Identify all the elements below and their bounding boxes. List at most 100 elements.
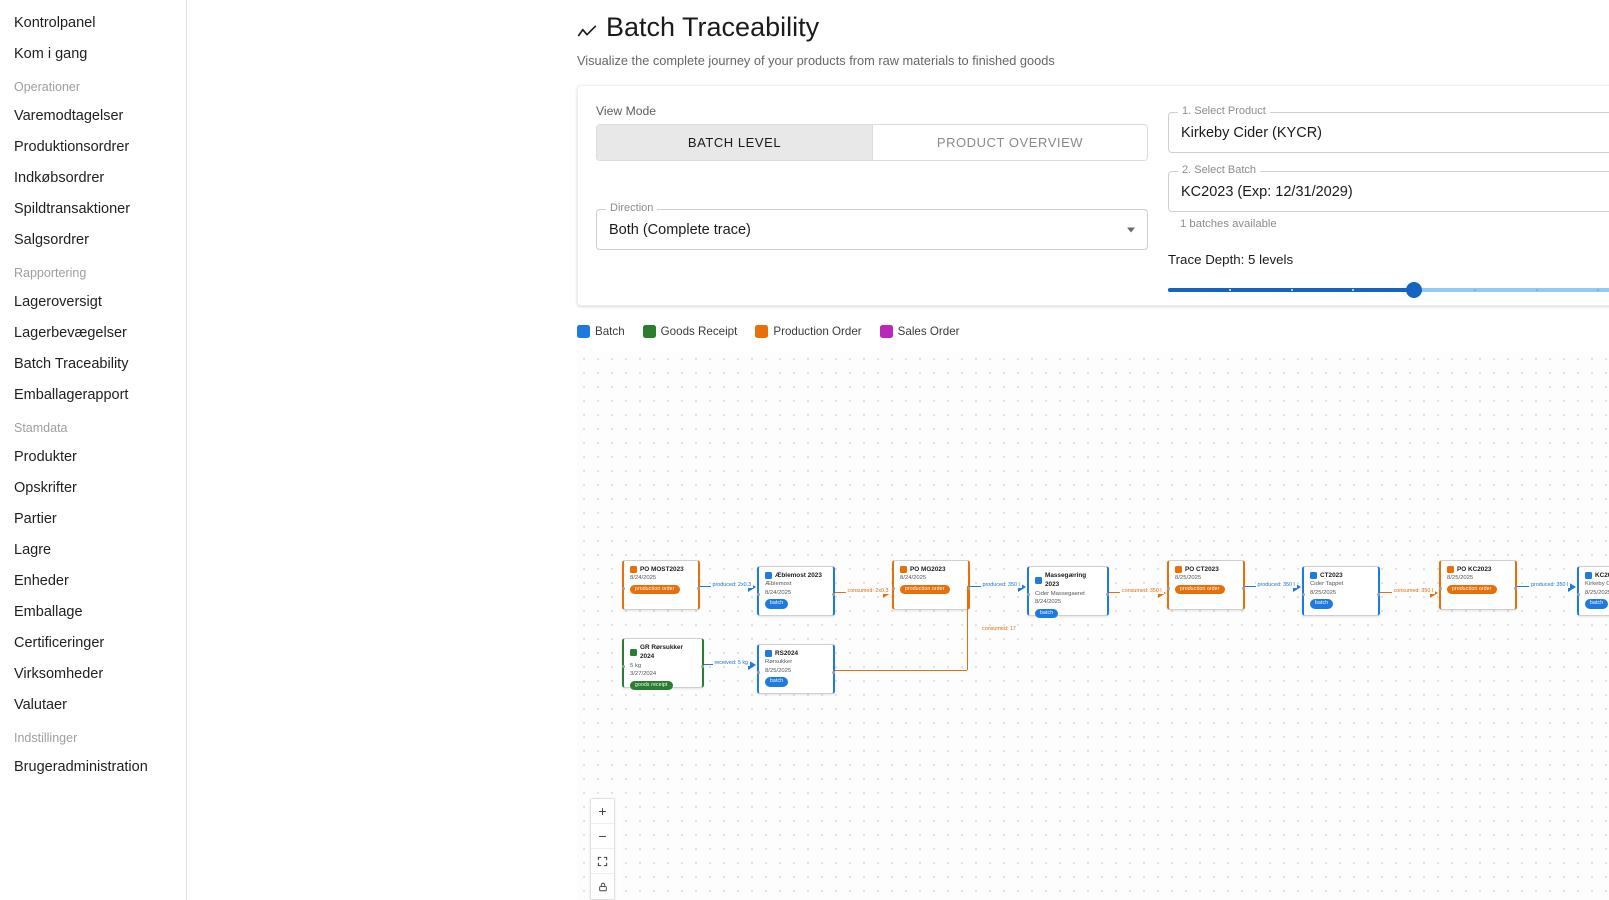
node-port-l[interactable] — [1167, 587, 1170, 590]
legend-label: Goods Receipt — [660, 325, 738, 338]
sidebar-item-produkter[interactable]: Produkter — [14, 449, 77, 465]
direction-select[interactable]: Both (Complete trace) — [596, 209, 1148, 250]
sidebar-item-certificeringer[interactable]: Certificeringer — [14, 635, 105, 651]
sidebar-item-emballagerapport[interactable]: Emballagerapport — [14, 387, 129, 403]
node-port-l[interactable] — [622, 665, 625, 668]
node-type-badge: batch — [765, 677, 789, 687]
batch-select[interactable]: KC2023 (Exp: 12/31/2029) — [1168, 171, 1609, 212]
product-select[interactable]: Kirkeby Cider (KYCR) — [1168, 112, 1609, 153]
product-select-field[interactable]: 1. Select Product Kirkeby Cider (KYCR) — [1168, 105, 1609, 153]
sidebar-item-produktionsordrer[interactable]: Produktionsordrer — [14, 139, 130, 155]
view-mode-batch-level[interactable]: BATCH LEVEL — [597, 125, 872, 160]
main-content: Batch Traceability Visualize the complet… — [187, 0, 1609, 900]
zoom-out-icon[interactable]: − — [591, 824, 614, 849]
truck-icon — [630, 648, 637, 656]
node-port-r[interactable] — [697, 587, 700, 590]
chevron-down-icon[interactable] — [1127, 227, 1135, 232]
canvas-zoom-controls[interactable]: + − — [590, 798, 615, 900]
zoom-in-icon[interactable]: + — [591, 799, 614, 824]
node-port-l[interactable] — [1027, 593, 1030, 596]
node-port-l[interactable] — [622, 587, 625, 590]
fit-view-icon[interactable] — [591, 849, 614, 874]
node-port-l[interactable] — [892, 587, 895, 590]
sidebar-item-salgsordrer[interactable]: Salgsordrer — [14, 232, 89, 248]
node-port-l[interactable] — [757, 671, 760, 674]
sidebar-item-partier[interactable]: Partier — [14, 511, 57, 527]
view-mode-product-overview[interactable]: PRODUCT OVERVIEW — [872, 125, 1147, 160]
batch-value: KC2023 (Exp: 12/31/2029) — [1181, 183, 1353, 200]
sidebar-item-enheder[interactable]: Enheder — [14, 573, 69, 589]
node-port-l[interactable] — [1302, 593, 1305, 596]
sidebar-item-indkobsordrer[interactable]: Indkøbsordrer — [14, 170, 105, 186]
node-port-r[interactable] — [967, 587, 970, 590]
node-title: Massegæring 2023 — [1035, 571, 1101, 590]
view-mode-label: View Mode — [596, 104, 657, 118]
node-port-r[interactable] — [701, 665, 704, 668]
batch-select-field[interactable]: 2. Select Batch KC2023 (Exp: 12/31/2029) — [1168, 164, 1609, 212]
sidebar-item-virksomheder[interactable]: Virksomheder — [14, 666, 104, 682]
node-port-r[interactable] — [832, 593, 835, 596]
trend-line-icon — [577, 17, 597, 37]
box-icon — [1310, 572, 1317, 580]
graph-edge-label: produced: 350 l — [1529, 582, 1571, 588]
view-mode-toggle-group[interactable]: BATCH LEVEL PRODUCT OVERVIEW — [596, 124, 1148, 161]
node-title-text: Æblemost 2023 — [775, 572, 822, 579]
node-title: PO KC2023 — [1447, 565, 1509, 574]
node-port-l[interactable] — [1439, 587, 1442, 590]
sidebar-item-lageroversigt[interactable]: Lageroversigt — [14, 294, 102, 310]
controls-left-column: View Mode BATCH LEVEL PRODUCT OVERVIEW D… — [596, 104, 1148, 250]
page-header: Batch Traceability Visualize the complet… — [187, 0, 1609, 68]
box-icon — [1585, 572, 1592, 580]
node-port-l[interactable] — [757, 593, 760, 596]
trace-depth-slider[interactable] — [1168, 279, 1609, 301]
node-type-badge: batch — [1310, 599, 1334, 609]
legend-swatch-icon — [755, 325, 769, 338]
direction-select-field[interactable]: Direction Both (Complete trace) — [596, 202, 1148, 250]
node-port-l[interactable] — [1577, 593, 1580, 596]
sidebar-item-brugeradministration[interactable]: Brugeradministration — [14, 759, 148, 775]
node-port-r[interactable] — [832, 671, 835, 674]
sidebar-item-kontrolpanel[interactable]: Kontrolpanel — [14, 15, 96, 31]
box-icon — [765, 572, 772, 580]
legend-item-sales-order: Sales Order — [879, 325, 960, 338]
sidebar-item-kom-i-gang[interactable]: Kom i gang — [14, 46, 88, 62]
slider-thumb[interactable] — [1405, 282, 1422, 298]
node-port-r[interactable] — [1242, 587, 1245, 590]
sidebar-item-lagerbevaegelser[interactable]: Lagerbevægelser — [14, 325, 127, 341]
node-subtitle-1: Cider Massegaeret — [1035, 590, 1085, 597]
node-type-badge: production order — [1447, 584, 1497, 595]
node-port-r[interactable] — [1514, 587, 1517, 590]
sidebar-item-valutaer[interactable]: Valutaer — [14, 697, 67, 713]
graph-edge-label: consumed: 350 l — [1391, 588, 1436, 594]
sidebar-item-emballage[interactable]: Emballage — [14, 604, 83, 620]
graph-edge-label: produced: 350 l — [980, 582, 1022, 588]
legend-item-goods-receipt: Goods Receipt — [642, 325, 738, 338]
node-port-r[interactable] — [1377, 593, 1380, 596]
node-title: PO MOST2023 — [630, 565, 692, 574]
sidebar-item-opskrifter[interactable]: Opskrifter — [14, 480, 77, 496]
sidebar-section-stamdata: Stamdata — [14, 421, 68, 435]
node-type-badge: batch — [1585, 599, 1609, 609]
sidebar-item-varemodtagelser[interactable]: Varemodtagelser — [14, 108, 124, 124]
node-port-r[interactable] — [1106, 593, 1109, 596]
legend-label: Sales Order — [897, 325, 960, 338]
sidebar-item-spildtransaktioner[interactable]: Spildtransaktioner — [14, 201, 131, 217]
node-type-badge: production order — [630, 584, 680, 595]
legend-item-batch: Batch — [577, 325, 625, 338]
sidebar-item-batch-traceability[interactable]: Batch Traceability — [14, 356, 129, 372]
node-title-text: GR Rørsukker 2024 — [640, 644, 683, 661]
lock-icon[interactable] — [591, 874, 614, 899]
sidebar-item-lagre[interactable]: Lagre — [14, 542, 52, 558]
